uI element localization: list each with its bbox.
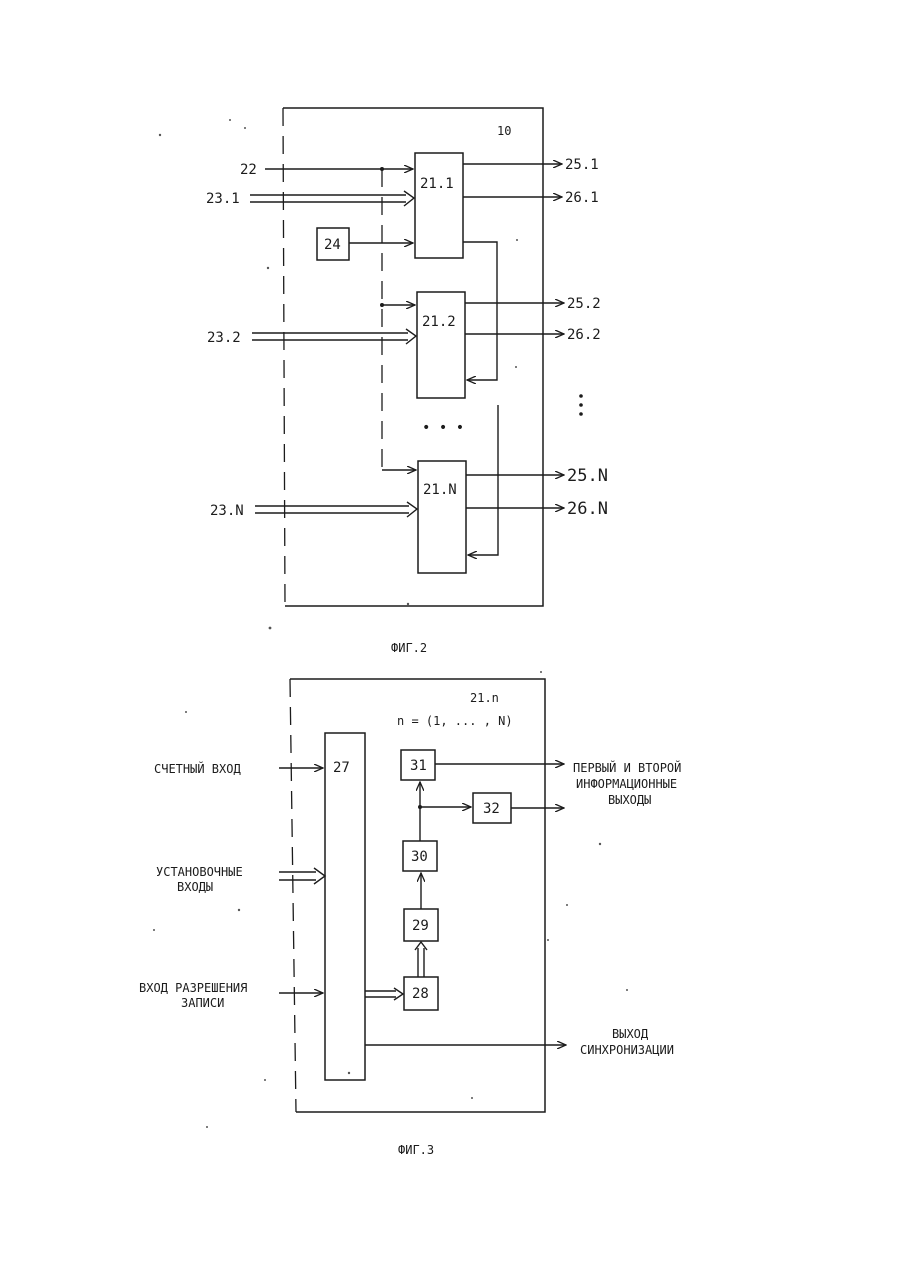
- bus-node: [380, 167, 384, 171]
- element-31-label: 31: [410, 758, 427, 774]
- input-set-label-1: УСТАНОВОЧНЫЕ: [156, 865, 243, 879]
- input-22-label: 22: [240, 162, 257, 178]
- element-21-1: [415, 153, 463, 258]
- element-21-2: [417, 292, 465, 398]
- input-23-1-arrowhead: [404, 191, 414, 206]
- input-23-N-arrowhead: [407, 502, 417, 517]
- fig3-range-label: n = (1, ... , N): [397, 714, 513, 728]
- output-26-N-label: 26.N: [567, 499, 608, 519]
- carry-into-21-N: [468, 405, 498, 555]
- element-21-2-label: 21.2: [422, 314, 456, 330]
- output-sync-label-1: ВЫХОД: [612, 1027, 649, 1041]
- element-27: [325, 733, 365, 1080]
- input-set-label-2: ВХОДЫ: [177, 880, 213, 894]
- element-32-label: 32: [483, 801, 500, 817]
- element-21-N-label: 21.N: [423, 482, 457, 498]
- output-26-1-label: 26.1: [565, 190, 599, 206]
- fig3-block-label: 21.n: [470, 691, 499, 705]
- output-25-1-label: 25.1: [565, 157, 599, 173]
- fig2-block-frame: [283, 108, 543, 606]
- element-27-label: 27: [333, 760, 350, 776]
- input-write-label-1: ВХОД РАЗРЕШЕНИЯ: [139, 981, 247, 995]
- fig2-block-label: 10: [497, 124, 511, 138]
- figure-3: 21.n n = (1, ... , N) 27 31 32 30 29 28 …: [139, 679, 681, 1157]
- input-23-N-label: 23.N: [210, 503, 244, 519]
- element-24-label: 24: [324, 237, 341, 253]
- element-28-label: 28: [412, 986, 429, 1002]
- element-21-1-label: 21.1: [420, 176, 454, 192]
- fig2-frame-left-dashed: [283, 108, 285, 606]
- fig3-caption: ФИГ.3: [398, 1143, 434, 1157]
- element-21-N: [418, 461, 466, 573]
- element-30-label: 30: [411, 849, 428, 865]
- output-25-2-label: 25.2: [567, 296, 601, 312]
- fig2-ellipsis-vertical: [579, 394, 583, 398]
- carry-21-1-to-21-2: [463, 242, 497, 380]
- fig2-ellipsis-horizontal: • • •: [422, 420, 464, 436]
- fig2-caption: ФИГ.2: [391, 641, 427, 655]
- output-sync-label-2: СИНХРОНИЗАЦИИ: [580, 1043, 674, 1057]
- output-25-N-label: 25.N: [567, 466, 608, 486]
- link-27-28-arrowhead: [394, 988, 403, 1000]
- output-26-2-label: 26.2: [567, 327, 601, 343]
- fig2-ellipsis-vertical: [579, 403, 583, 407]
- input-23-1-label: 23.1: [206, 191, 240, 207]
- link-28-29-arrowhead: [415, 942, 427, 950]
- output-info-label-2: ИНФОРМАЦИОННЫЕ: [576, 777, 677, 791]
- scan-noise: [153, 119, 628, 1128]
- input-write-label-2: ЗАПИСИ: [181, 996, 224, 1010]
- figure-2: 10 21.1 21.2 21.N 24 22 23.1 23.2 23.N: [206, 108, 608, 655]
- output-info-label-1: ПЕРВЫЙ И ВТОРОЙ: [573, 760, 681, 775]
- input-23-2-arrowhead: [406, 329, 416, 344]
- input-count-label: СЧЕТНЫЙ ВХОД: [154, 761, 241, 776]
- input-23-2-label: 23.2: [207, 330, 241, 346]
- output-info-label-3: ВЫХОДЫ: [608, 793, 651, 807]
- fig2-ellipsis-vertical: [579, 412, 583, 416]
- input-set-arrowhead: [314, 868, 325, 884]
- fig3-frame-left-dashed: [290, 679, 296, 1112]
- element-29-label: 29: [412, 918, 429, 934]
